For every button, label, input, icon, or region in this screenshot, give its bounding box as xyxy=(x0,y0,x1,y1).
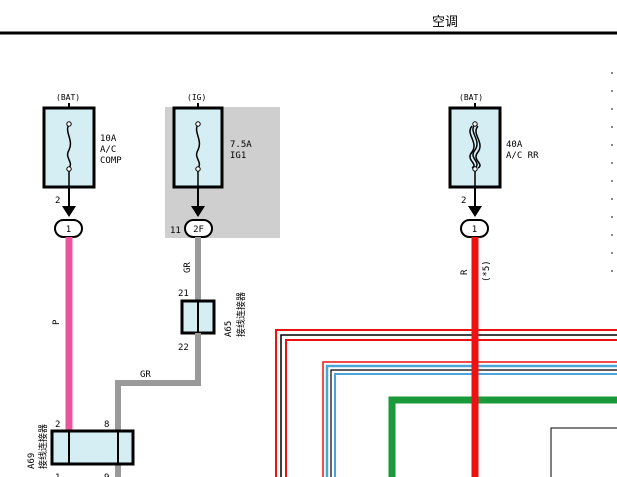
wire-gray-lower-code: GR xyxy=(140,370,151,380)
harness-outlines xyxy=(275,329,617,477)
wire-pink-code: P xyxy=(52,319,62,325)
arrow-down-icon xyxy=(468,206,482,217)
wire-red-note: (*5) xyxy=(482,260,492,282)
connector-a69-pin-left: 2 xyxy=(55,420,60,430)
fuse-ac-comp-source: (BAT) xyxy=(56,93,80,102)
fuse-ac-comp-label-1: A/C xyxy=(100,145,116,155)
wire-gray-upper-code: GR xyxy=(183,262,193,273)
fuse-ig1-source: (IG) xyxy=(187,93,206,102)
fuse-ac-comp: (BAT) 10A A/C COMP 2 1 xyxy=(42,93,122,238)
connector-bubble-ac-comp-label: 1 xyxy=(66,225,71,235)
fuse-ig1-element-icon xyxy=(195,123,201,169)
fuse-ac-rr: (BAT) 40A A/C RR 2 1 xyxy=(448,93,539,238)
edge-marks xyxy=(611,72,613,272)
fuse-ac-rr-source: (BAT) xyxy=(459,93,483,102)
fuse-ac-rr-rating: 40A xyxy=(506,140,523,150)
fuse-ac-rr-pin: 2 xyxy=(461,196,466,206)
connector-bubble-ac-rr-label: 1 xyxy=(472,225,477,235)
fuse-ac-comp-label-2: COMP xyxy=(100,156,122,166)
connector-a69-pin-bottom-left: 1 xyxy=(55,473,60,477)
connector-a69-pin-bottom-right: 9 xyxy=(104,473,109,477)
fuse-ig1-label-1: IG1 xyxy=(230,151,246,161)
connector-a69-box xyxy=(50,429,135,466)
connector-a69: 2 8 1 9 A69 接线连接器 xyxy=(27,420,135,477)
arrow-down-icon xyxy=(62,206,76,217)
connector-a69-pin-right: 8 xyxy=(104,420,109,430)
fuse-ig1-terminal-bottom xyxy=(195,166,201,172)
connector-a69-name: 接线连接器 xyxy=(37,424,49,469)
fuse-ac-comp-element-icon xyxy=(66,123,72,169)
connector-a65-pin-bottom: 22 xyxy=(178,343,189,353)
fuse-ac-comp-terminal-top xyxy=(66,121,72,127)
connector-a65-id: A65 xyxy=(224,321,234,337)
fuse-ac-rr-terminal-top xyxy=(472,121,478,127)
fuse-ac-rr-label-1: A/C RR xyxy=(506,151,539,161)
connector-a69-id: A69 xyxy=(27,453,37,469)
fuse-ig1-pin: 11 xyxy=(170,226,181,236)
wire-red-code: R xyxy=(460,269,470,275)
fuse-ig1-terminal-top xyxy=(195,121,201,127)
connector-a65: 21 22 A65 接线连接器 xyxy=(178,289,247,353)
fuse-ig1: (IG) 7.5A IG1 11 2F xyxy=(170,93,252,238)
wire-gray-lower xyxy=(115,333,201,432)
page-title: 空调 xyxy=(432,15,458,30)
fuse-ig1-rating: 7.5A xyxy=(230,140,252,150)
connector-a65-pin-top: 21 xyxy=(178,289,189,299)
fuse-ac-rr-terminal-bottom xyxy=(472,166,478,172)
fuse-ac-rr-element-icon-3 xyxy=(475,125,481,169)
fuse-ac-rr-element-icon-2 xyxy=(469,125,475,169)
connector-bubble-ig1-label: 2F xyxy=(193,225,204,235)
fuse-ac-comp-pin: 2 xyxy=(55,196,60,206)
fuse-ac-comp-terminal-bottom xyxy=(66,166,72,172)
arrow-down-icon xyxy=(191,206,205,217)
fuse-ac-comp-rating: 10A xyxy=(100,134,117,144)
connector-a65-name: 接线连接器 xyxy=(235,292,247,337)
fuse-ac-rr-element-icon xyxy=(472,123,478,169)
